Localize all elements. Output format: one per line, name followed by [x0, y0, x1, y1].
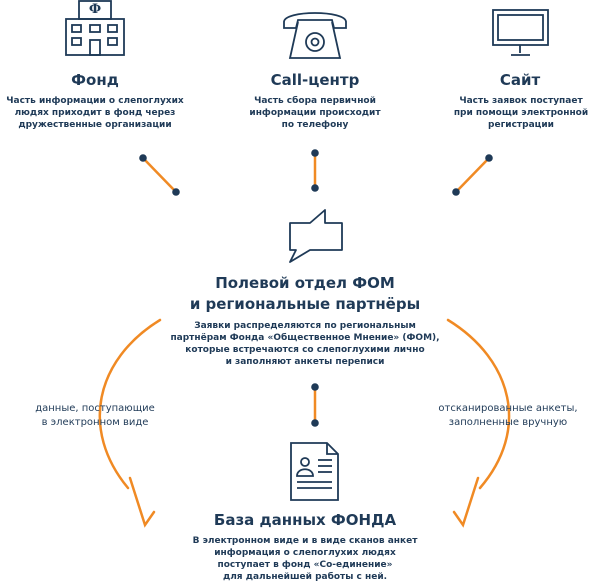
left-curved-arrow — [98, 318, 162, 528]
call-description: Часть сбора первичной информации происхо… — [249, 96, 381, 130]
building-sign: Ф — [88, 2, 102, 17]
site-description: Часть заявок поступает при помощи электр… — [453, 96, 589, 130]
document-profile-icon — [290, 442, 339, 501]
speech-bubble-icon — [289, 209, 343, 263]
site-title: Сайт — [499, 71, 541, 89]
connector-fund — [139, 154, 180, 196]
fund-title: Фонд — [71, 71, 119, 89]
right-arrow-label: отсканированные анкеты, заполненные вруч… — [438, 403, 578, 428]
right-curved-arrow — [446, 318, 511, 528]
db-description: В электронном виде и в виде сканов анкет… — [192, 536, 418, 582]
building-icon — [65, 0, 125, 56]
monitor-icon — [492, 9, 549, 56]
field-description: Заявки распределяются по региональным па… — [170, 321, 440, 367]
connector-call — [311, 149, 319, 192]
connector-site — [452, 154, 493, 196]
left-arrow-label: данные, поступающие в электронном виде — [35, 403, 155, 428]
field-title: Полевой отдел ФОМ и региональные партнёр… — [189, 274, 421, 313]
telephone-icon — [283, 12, 347, 59]
db-title: База данных ФОНДА — [213, 511, 397, 529]
call-title: Call-центр — [270, 71, 360, 89]
connector-center — [311, 383, 319, 427]
fund-description: Часть информации о слепоглухих людях при… — [6, 96, 184, 130]
